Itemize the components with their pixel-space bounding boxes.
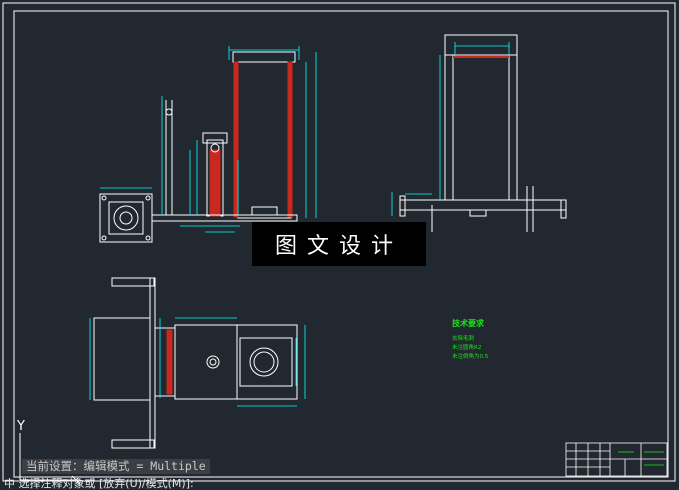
front-view <box>99 51 298 243</box>
front-view-dimensions <box>100 46 317 233</box>
command-history-line: 当前设置：编辑模式 = Multiple <box>22 459 210 474</box>
technical-requirements: 技术要求 去除毛刺 未注圆角R2 未注倒角为0.5 <box>452 318 488 362</box>
side-view-dimensions <box>391 42 510 216</box>
tech-requirement-item: 未注倒角为0.5 <box>452 354 489 360</box>
drawing-border-outer <box>2 2 676 482</box>
title-block <box>565 442 668 477</box>
tech-requirement-item: 去除毛刺 <box>452 336 475 342</box>
ucs-y-label: Y <box>17 419 25 434</box>
top-view-dimensions <box>89 317 306 407</box>
watermark-banner: 图文设计 <box>252 222 426 266</box>
top-view <box>93 277 298 449</box>
command-prompt[interactable]: 中 选择注释对象或 [放弃(U)/模式(M)]: <box>4 478 194 490</box>
tech-requirements-title: 技术要求 <box>452 319 484 328</box>
ucs-icon <box>19 433 81 485</box>
side-view <box>399 34 567 232</box>
drawing-border-inner <box>13 10 669 478</box>
tech-requirement-item: 未注圆角R2 <box>452 345 482 351</box>
